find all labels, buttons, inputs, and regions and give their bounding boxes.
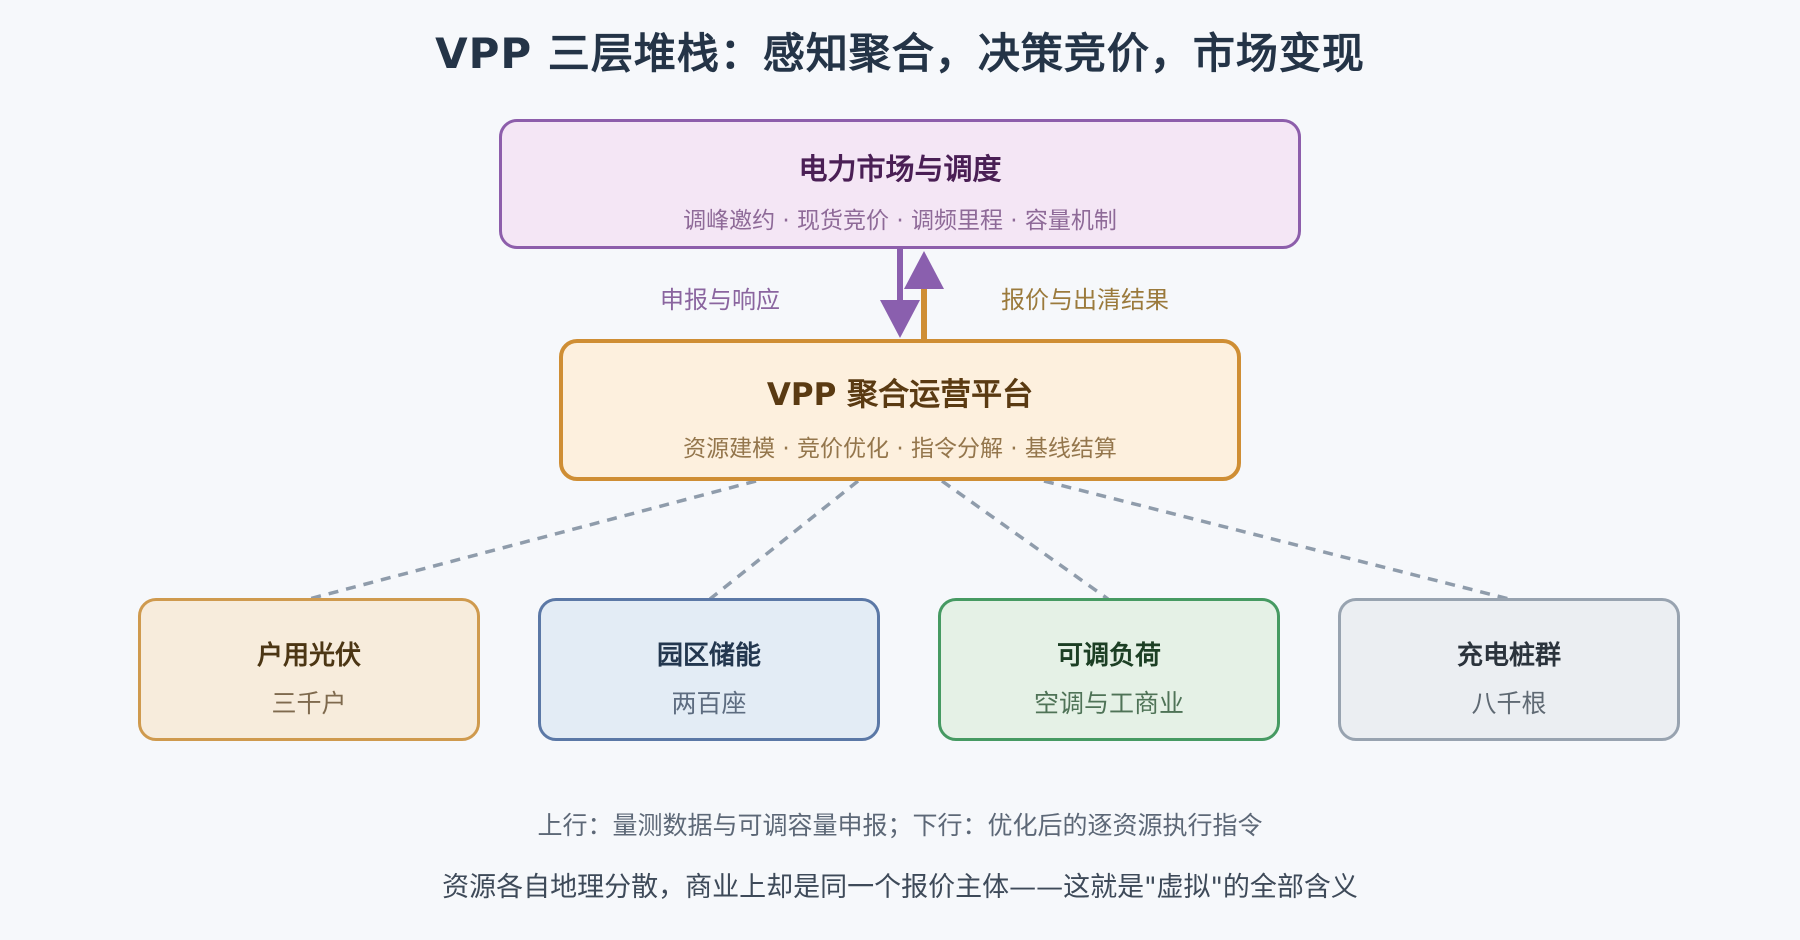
up-arrow-head [904,251,944,289]
connector-pv [308,479,757,601]
resource-box-pv: 户用光伏 三千户 [138,598,480,741]
resource-name: 户用光伏 [256,641,361,671]
resource-name: 充电桩群 [1456,641,1561,671]
market-sub: 调峰邀约 · 现货竞价 · 调频里程 · 容量机制 [683,208,1117,234]
note-dataflow: 上行：量测数据与可调容量申报；下行：优化后的逐资源执行指令 [537,811,1263,840]
note-virtual: 资源各自地理分散，商业上却是同一个报价主体——这就是"虚拟"的全部含义 [442,872,1358,903]
connector-charge [1043,479,1510,601]
resource-box-load: 可调负荷 空调与工商业 [938,598,1280,741]
down-arrow-label: 申报与响应 [660,286,780,314]
resource-box-charging: 充电桩群 八千根 [1338,598,1680,741]
platform-sub: 资源建模 · 竞价优化 · 指令分解 · 基线结算 [683,436,1117,462]
resource-sub: 三千户 [271,689,347,718]
resource-sub: 空调与工商业 [1033,689,1184,718]
resource-sub: 八千根 [1471,689,1547,718]
connector-storage [708,479,860,601]
resource-box-storage: 园区储能 两百座 [538,598,880,741]
resource-name: 可调负荷 [1056,641,1161,671]
down-arrow-head [880,300,920,338]
resource-sub: 两百座 [671,689,747,718]
market-name: 电力市场与调度 [798,152,1002,186]
platform-name: VPP 聚合运营平台 [766,377,1034,413]
diagram-title: VPP 三层堆栈：感知聚合，决策竞价，市场变现 [435,29,1365,78]
platform-box: VPP 聚合运营平台 资源建模 · 竞价优化 · 指令分解 · 基线结算 [559,339,1241,481]
market-box: 电力市场与调度 调峰邀约 · 现货竞价 · 调频里程 · 容量机制 [499,119,1301,249]
resource-name: 园区储能 [656,641,761,671]
connector-load [940,479,1110,601]
up-arrow-label: 报价与出清结果 [1001,286,1169,314]
